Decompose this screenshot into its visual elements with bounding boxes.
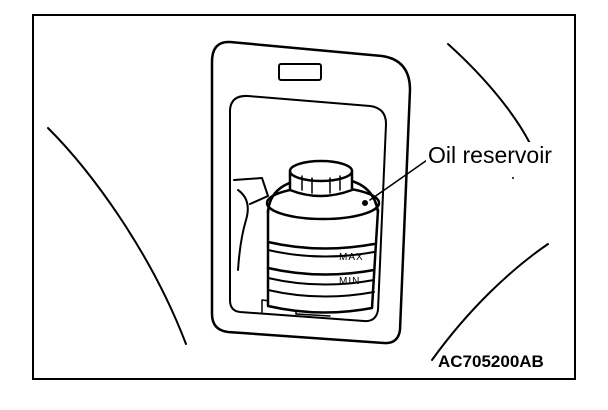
max-mark: MAX bbox=[339, 252, 364, 263]
hose-left bbox=[237, 189, 249, 271]
access-panel-opening bbox=[229, 94, 387, 323]
min-mark: MIN bbox=[339, 276, 360, 287]
max-level-band bbox=[266, 240, 376, 250]
reservoir-body bbox=[266, 208, 380, 314]
panel-slot bbox=[278, 63, 322, 81]
access-panel-outer bbox=[210, 40, 412, 345]
callout-leader bbox=[369, 157, 431, 201]
right-fender-line-lower bbox=[431, 243, 549, 361]
bracket bbox=[233, 177, 269, 205]
oil-reservoir-label: Oil reservoir bbox=[426, 142, 554, 169]
figure-code: AC705200AB bbox=[438, 352, 544, 371]
min-level-band bbox=[266, 266, 376, 276]
right-fender-line-upper bbox=[447, 43, 535, 153]
figure-border bbox=[32, 14, 576, 380]
left-fender-line bbox=[47, 127, 187, 345]
